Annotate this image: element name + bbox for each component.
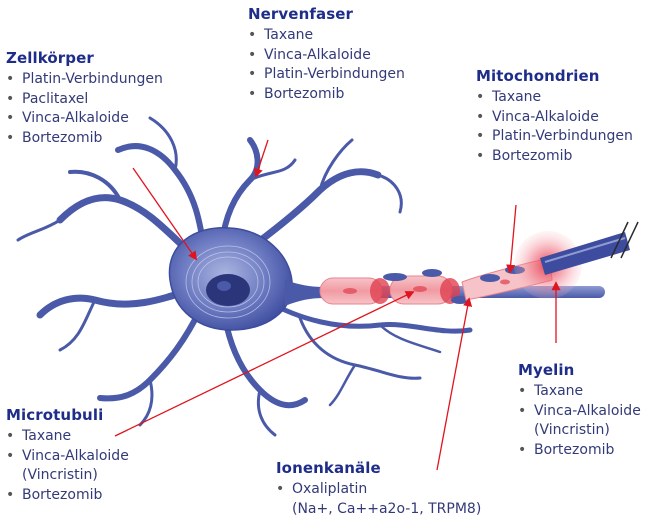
label-title: Microtubuli [6,406,129,424]
label-nervenfaser: Nervenfaser •Taxane •Vinca-Alkaloide •Pl… [248,5,405,104]
list-item: •Vinca-Alkaloide [6,447,129,467]
list-item: •Vinca-Alkaloide [476,108,633,128]
label-microtubuli: Microtubuli •Taxane •Vinca-Alkaloide (Vi… [6,406,129,505]
list-item: •Platin-Verbindungen [248,65,405,85]
pointer-ionenkanaele [437,299,469,470]
label-title: Myelin [518,361,641,379]
label-zellkoerper: Zellkörper •Platin-Verbindungen •Paclita… [6,49,163,148]
list-item: •Bortezomib [248,85,405,105]
list-item: •Vinca-Alkaloide [518,402,641,422]
label-title: Zellkörper [6,49,163,67]
list-item: •Bortezomib [476,147,633,167]
list-item: •Bortezomib [6,486,129,506]
label-title: Nervenfaser [248,5,405,23]
list-item: •Platin-Verbindungen [6,70,163,90]
list-item: •Paclitaxel [6,90,163,110]
list-item: •Taxane [248,26,405,46]
soma [169,228,292,330]
label-myelin: Myelin •Taxane •Vinca-Alkaloide (Vincris… [518,361,641,460]
label-mitochondrien: Mitochondrien •Taxane •Vinca-Alkaloide •… [476,67,633,166]
list-item: (Vincristin) [518,421,641,441]
label-title: Mitochondrien [476,67,633,85]
label-ionenkanaele: Ionenkanäle •Oxaliplatin (Na+, Ca++a2o-1… [276,459,481,519]
label-title: Ionenkanäle [276,459,481,477]
list-item: •Taxane [518,382,641,402]
list-item: •Bortezomib [6,129,163,149]
axon [320,222,638,304]
list-item: •Vinca-Alkaloide [248,46,405,66]
list-item: (Vincristin) [6,466,129,486]
list-item: •Bortezomib [518,441,641,461]
list-item: (Na+, Ca++a2o-1, TRPM8) [276,500,481,520]
list-item: •Vinca-Alkaloide [6,109,163,129]
list-item: •Platin-Verbindungen [476,127,633,147]
list-item: •Taxane [476,88,633,108]
list-item: •Oxaliplatin [276,480,481,500]
list-item: •Taxane [6,427,129,447]
